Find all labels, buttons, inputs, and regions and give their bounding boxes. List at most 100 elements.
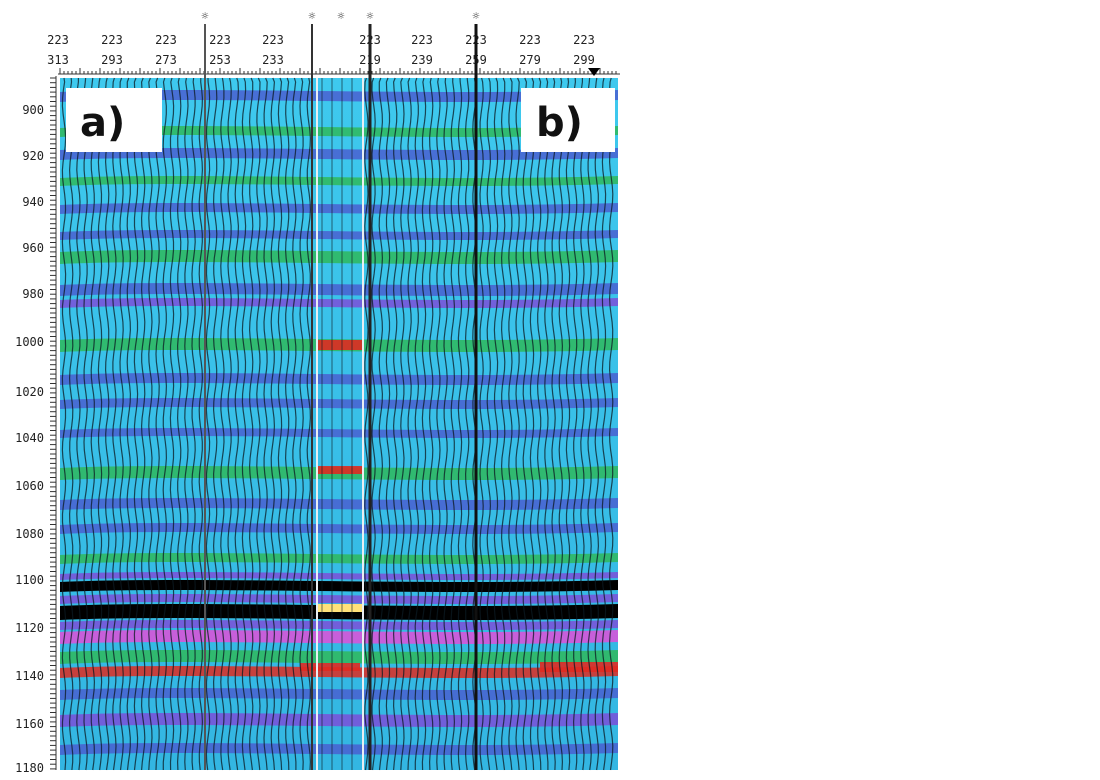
wiggle-trace: [126, 77, 132, 771]
wiggle-trace: [220, 77, 225, 771]
wiggle-trace: [371, 77, 376, 771]
time-label: 960: [22, 241, 44, 255]
well-marker-icon[interactable]: ☼: [201, 9, 208, 23]
reflector-band: [60, 428, 618, 438]
wiggle-trace: [522, 77, 528, 771]
time-axis: 900 920 940 960 980 1000 1020 1040 1060 …: [15, 76, 57, 775]
wiggle-trace: [227, 77, 232, 771]
wiggle-trace: [587, 77, 592, 771]
wiggle-trace: [133, 77, 139, 771]
well-marker-icon[interactable]: ☼: [308, 9, 315, 23]
wiggle-trace: [241, 77, 247, 771]
crossline-header: 223 223 223 223 223 223 223 223 223 223 …: [47, 9, 620, 76]
wiggle-trace: [191, 77, 196, 771]
well-marker-icon[interactable]: ☼: [472, 9, 479, 23]
wiggle-trace: [306, 77, 312, 771]
wiggle-trace: [97, 77, 103, 771]
wiggle-trace: [263, 77, 268, 771]
time-label: 1120: [15, 621, 44, 635]
inline-label: 223: [47, 33, 69, 47]
time-label: 900: [22, 103, 44, 117]
inline-label: 223: [573, 33, 595, 47]
wiggle-trace: [544, 77, 549, 770]
amplitude-highlight: [300, 663, 360, 671]
wiggle-trace: [119, 77, 124, 771]
amplitude-highlight: [540, 662, 618, 672]
time-label: 1020: [15, 385, 44, 399]
wiggle-trace: [464, 77, 470, 771]
wiggle-trace: [212, 77, 218, 771]
seismic-image[interactable]: [60, 24, 618, 771]
wiggle-trace: [421, 77, 427, 771]
crossline-label: 233: [262, 53, 284, 67]
crossline-ruler-ticks: [59, 68, 617, 74]
time-label: 1080: [15, 527, 44, 541]
wiggle-trace: [140, 77, 146, 771]
wiggle-trace: [76, 78, 81, 771]
crossline-label: 239: [411, 53, 433, 67]
amplitude-highlight: [318, 340, 362, 350]
inline-label: 223: [262, 33, 284, 47]
inline-label: 223: [411, 33, 433, 47]
amplitude-highlight: [318, 466, 362, 474]
time-label: 1000: [15, 335, 44, 349]
wiggle-trace: [565, 77, 571, 771]
wiggle-trace: [436, 77, 441, 771]
wiggle-trace: [277, 77, 283, 771]
wiggle-trace: [256, 77, 261, 771]
wiggle-trace: [112, 77, 117, 771]
panel-label-b: b): [521, 88, 615, 152]
reflector-band: [60, 373, 618, 385]
wiggle-trace: [558, 77, 564, 771]
wiggle-trace: [61, 77, 67, 771]
inline-label: 223: [101, 33, 123, 47]
wiggle-trace: [155, 77, 160, 771]
wiggle-trace: [428, 77, 434, 771]
reflector-band: [60, 90, 618, 102]
amplitude-highlight: [318, 604, 362, 612]
crossline-label: 293: [101, 53, 123, 67]
crossline-label: 279: [519, 53, 541, 67]
wiggle-trace: [284, 77, 290, 771]
wiggle-trace: [90, 77, 96, 771]
svg-text:b): b): [536, 100, 583, 146]
wiggle-trace: [234, 77, 240, 771]
reflector-band: [60, 250, 618, 264]
wiggle-trace: [479, 77, 484, 771]
wiggle-trace: [450, 77, 456, 771]
panel-separator: [362, 78, 364, 770]
wiggle-trace: [493, 77, 499, 771]
wiggle-trace: [104, 77, 110, 771]
crossline-label: 253: [209, 53, 231, 67]
wiggle-trace: [400, 77, 405, 771]
time-axis-ticks: [50, 77, 56, 770]
inline-label: 223: [155, 33, 177, 47]
reflector-band: [60, 523, 618, 534]
crossline-label: 273: [155, 53, 177, 67]
reflector-band: [60, 650, 618, 664]
scroll-triangle-icon[interactable]: [588, 68, 600, 76]
crossline-label: 299: [573, 53, 595, 67]
well-marker-icon[interactable]: ☼: [337, 9, 344, 23]
wiggle-trace: [198, 77, 204, 771]
wiggle-trace: [169, 77, 175, 771]
wiggle-trace: [414, 77, 420, 770]
wiggle-trace: [176, 77, 182, 771]
reflector-bands: [60, 90, 618, 755]
reflector-band: [60, 230, 618, 240]
time-label: 920: [22, 149, 44, 163]
time-label: 1180: [15, 761, 44, 775]
wiggle-trace: [608, 77, 614, 771]
wiggle-trace: [148, 77, 153, 771]
wiggle-trace: [385, 77, 391, 771]
wiggle-trace: [594, 77, 600, 771]
wiggle-trace: [515, 77, 520, 771]
svg-text:a): a): [80, 100, 125, 146]
panel-label-a: a): [66, 88, 162, 152]
crossline-label: 313: [47, 53, 69, 67]
wiggle-trace: [536, 77, 542, 771]
wiggle-trace: [443, 77, 448, 771]
time-label: 1060: [15, 479, 44, 493]
well-marker-icon[interactable]: ☼: [366, 9, 373, 23]
